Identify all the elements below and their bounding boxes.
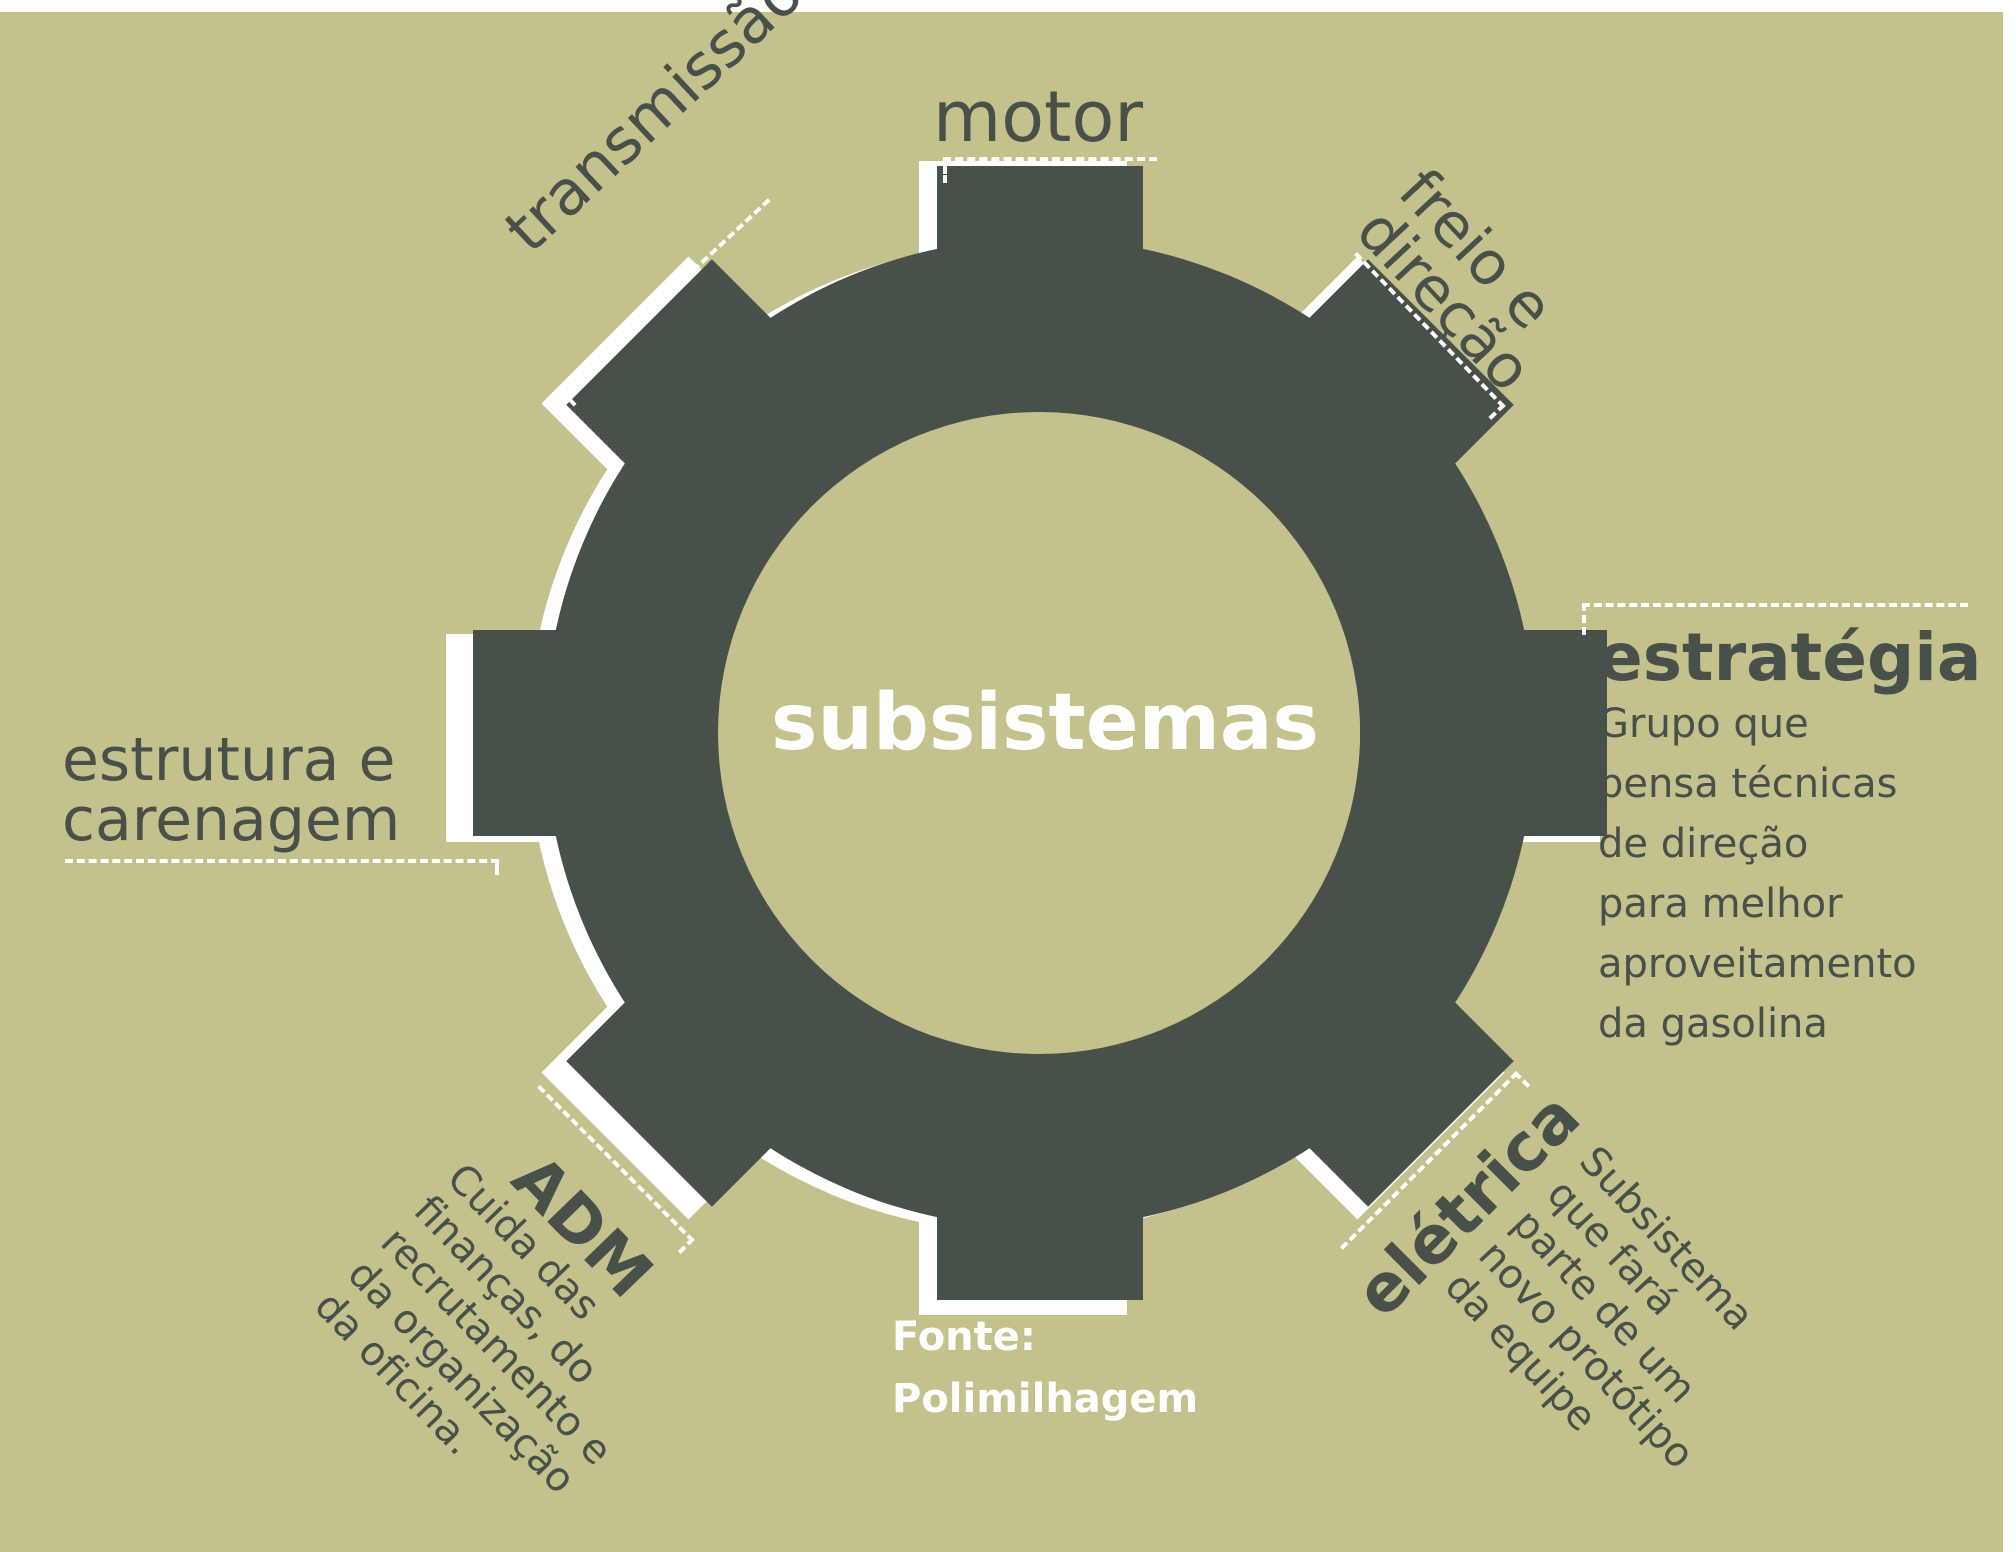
desc-estrategia: Grupo que pensa técnicas de direção para… [1598,694,1917,1054]
gear-tooth [1288,259,1514,485]
connector-estrategia [1582,603,1968,635]
desc-estrategia-line: Grupo que [1598,701,1809,747]
gear-tooth [566,981,792,1207]
label-estrategia: estratégia [1598,619,1982,696]
gear-tooth [566,259,792,485]
desc-estrategia-line: aproveitamento [1598,941,1917,987]
desc-estrategia-line: para melhor [1598,881,1843,927]
gear-hole [718,412,1360,1054]
gear-tooth [1495,630,1607,836]
gear-tooth [937,1188,1143,1300]
desc-estrategia-line: da gasolina [1598,1001,1828,1047]
connector-estrutura [65,859,499,875]
center-title: subsistemas [771,678,1319,768]
desc-estrategia-line: pensa técnicas [1598,761,1898,807]
label-estrutura-line: estrutura e [62,725,396,795]
source-credit: Fonte: Polimilhagem [892,1306,1198,1430]
connector-motor [943,157,1157,183]
gear-tooth [937,166,1143,278]
gear-tooth [473,630,585,836]
label-estrutura: estrutura e carenagem [62,730,400,850]
label-estrutura-line: carenagem [62,785,401,855]
label-motor: motor [933,76,1144,158]
desc-estrategia-line: de direção [1598,821,1809,867]
gear-tooth [1288,981,1514,1207]
source-label: Fonte: [892,1314,1036,1360]
source-name: Polimilhagem [892,1376,1199,1422]
